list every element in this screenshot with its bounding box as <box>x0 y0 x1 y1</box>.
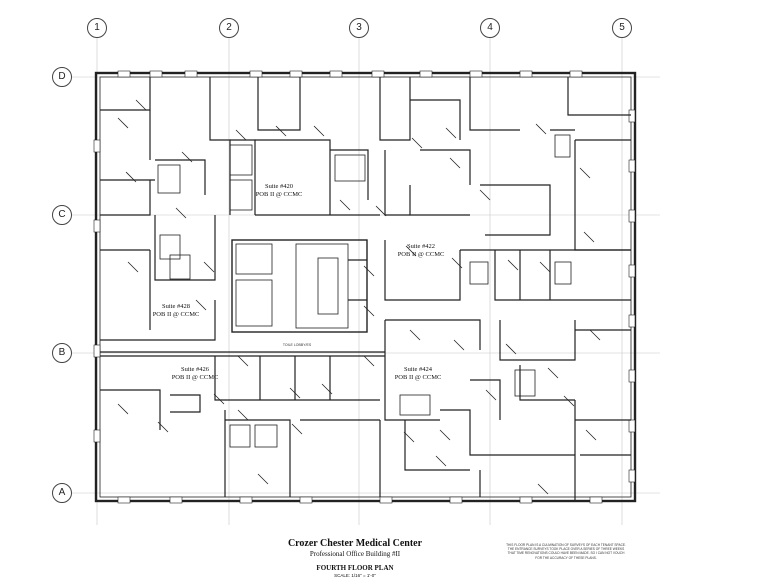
scale-note: SCALE: 1/16" = 1'-0" <box>334 573 376 578</box>
grid-column-label: 4 <box>480 18 500 38</box>
grid-column-label: 3 <box>349 18 369 38</box>
suite-label-420: Suite #420 POB II @ CCMC <box>256 183 303 199</box>
suite-label-422: Suite #422 POB II @ CCMC <box>398 243 445 259</box>
door-swings <box>117 99 601 495</box>
window-openings <box>93 70 636 504</box>
suite-number: Suite #420 <box>265 183 293 190</box>
exterior-wall <box>94 71 637 503</box>
disclaimer-note: THIS FLOOR PLAN IS A CULMINATION OF SURV… <box>506 543 626 560</box>
suite-label-424: Suite #424 POB II @ CCMC <box>395 366 442 382</box>
suite-label-426: Suite #426 POB II @ CCMC <box>172 366 219 382</box>
suite-number: Suite #424 <box>404 366 432 373</box>
floor-plan-title: FOURTH FLOOR PLAN <box>316 564 394 572</box>
title-block: Crozer Chester Medical Center Profession… <box>250 538 460 579</box>
grid-column-label: 2 <box>219 18 239 38</box>
grid-row-label: B <box>52 343 72 363</box>
suite-label-428: Suite #428 POB II @ CCMC <box>153 303 200 319</box>
grid-column-label: 1 <box>87 18 107 38</box>
grid-row-label: C <box>52 205 72 225</box>
grid-row-label: D <box>52 67 72 87</box>
corridor-label: TOILE LOBBY/ES <box>282 343 312 347</box>
suite-building: POB II @ CCMC <box>171 374 219 381</box>
suite-number: Suite #428 <box>162 303 190 310</box>
suite-number: Suite #426 <box>181 366 209 373</box>
grid-row-label: A <box>52 483 72 503</box>
drawing-subtitle: Professional Office Building #II <box>309 550 401 558</box>
suite-building: POB II @ CCMC <box>152 311 200 318</box>
grid-column-label: 5 <box>612 18 632 38</box>
suite-building: POB II @ CCMC <box>397 251 445 258</box>
interior-walls <box>100 77 631 500</box>
drawing-title: Crozer Chester Medical Center <box>287 538 423 549</box>
suite-building: POB II @ CCMC <box>255 191 303 198</box>
suite-building: POB II @ CCMC <box>394 374 442 381</box>
suite-number: Suite #422 <box>407 243 435 250</box>
